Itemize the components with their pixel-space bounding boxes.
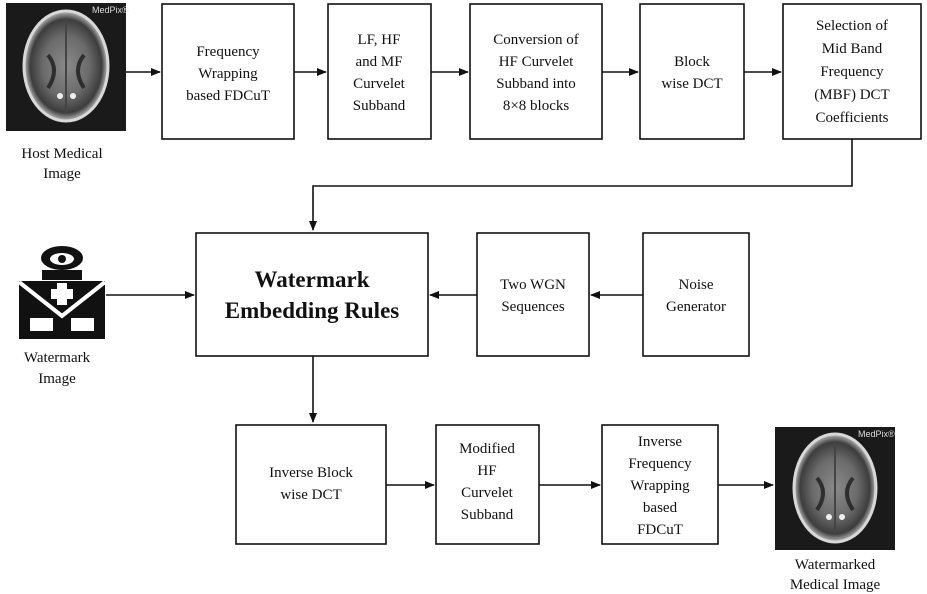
svg-text:Wrapping: Wrapping — [630, 478, 690, 494]
svg-text:Sequences: Sequences — [501, 299, 564, 315]
watermark-image-caption-line-2: Image — [38, 371, 76, 387]
host-image-caption-line-1: Host Medical — [21, 146, 102, 162]
block-dct-label: Block wise DCT — [661, 54, 722, 92]
mbf-selection-label: Selection of Mid Band Frequency (MBF) DC… — [814, 18, 889, 126]
curvelet-subband-label: LF, HF and MF Curvelet Subband — [353, 32, 406, 114]
mbf-selection-box — [782, 3, 922, 140]
host-image-badge: MedPix® — [92, 5, 129, 15]
inverse-block-dct-label: Inverse Block wise DCT — [269, 465, 353, 503]
svg-text:Conversion of: Conversion of — [493, 32, 578, 48]
svg-text:Selection of: Selection of — [816, 18, 888, 34]
embedding-rules-label: Watermark Embedding Rules — [225, 267, 400, 323]
svg-text:Curvelet: Curvelet — [461, 485, 513, 501]
svg-text:Modified: Modified — [459, 441, 515, 457]
svg-text:Mid Band: Mid Band — [822, 41, 883, 57]
noise-generator-label: Noise Generator — [666, 277, 726, 315]
conversion-box — [469, 3, 603, 140]
svg-text:wise DCT: wise DCT — [661, 76, 722, 92]
svg-text:Generator: Generator — [666, 299, 726, 315]
svg-text:LF, HF: LF, HF — [358, 32, 401, 48]
svg-text:Inverse Block: Inverse Block — [269, 465, 353, 481]
inverse-fdcut-box — [601, 424, 719, 545]
curvelet-subband-box — [327, 3, 432, 140]
embedding-rules-box — [195, 232, 429, 357]
svg-text:8×8 blocks: 8×8 blocks — [503, 98, 570, 114]
svg-text:Curvelet: Curvelet — [353, 76, 405, 92]
svg-text:based: based — [643, 500, 678, 516]
svg-text:Frequency: Frequency — [196, 44, 260, 60]
svg-text:Coefficients: Coefficients — [815, 110, 888, 126]
svg-text:HF Curvelet: HF Curvelet — [499, 54, 574, 70]
fdcut-box — [161, 3, 295, 140]
svg-text:wise DCT: wise DCT — [280, 487, 341, 503]
noise-generator-box — [642, 232, 750, 357]
svg-text:Watermark: Watermark — [255, 267, 370, 292]
arrow-selection-to-embedding — [309, 139, 853, 231]
fdcut-label: Frequency Wrapping based FDCuT — [186, 44, 270, 104]
svg-text:and MF: and MF — [355, 54, 402, 70]
inverse-block-dct-box — [235, 424, 387, 545]
svg-text:Two WGN: Two WGN — [500, 277, 566, 293]
block-dct-box — [639, 3, 745, 140]
svg-text:Noise: Noise — [679, 277, 714, 293]
svg-text:Frequency: Frequency — [628, 456, 692, 472]
svg-text:Subband: Subband — [353, 98, 406, 114]
svg-text:based FDCuT: based FDCuT — [186, 88, 270, 104]
watermarked-image-badge: MedPix® — [858, 429, 895, 439]
svg-text:Frequency: Frequency — [820, 64, 884, 80]
host-image-caption-line-2: Image — [43, 166, 81, 182]
wgn-sequences-label: Two WGN Sequences — [500, 277, 566, 315]
modified-subband-box — [435, 424, 540, 545]
watermarked-image-caption-line-2: Medical Image — [790, 577, 881, 593]
svg-text:FDCuT: FDCuT — [637, 522, 683, 538]
svg-text:Block: Block — [674, 54, 710, 70]
svg-text:Inverse: Inverse — [638, 434, 682, 450]
svg-text:Wrapping: Wrapping — [198, 66, 258, 82]
medical-kit-icon — [17, 246, 107, 339]
wgn-sequences-box — [476, 232, 590, 357]
svg-text:Subband: Subband — [461, 507, 514, 523]
host-image: MedPix® — [6, 3, 129, 131]
watermarked-image-caption-line-1: Watermarked — [795, 557, 876, 573]
inverse-fdcut-label: Inverse Frequency Wrapping based FDCuT — [628, 434, 692, 538]
svg-text:(MBF) DCT: (MBF) DCT — [814, 87, 889, 103]
svg-text:HF: HF — [477, 463, 496, 479]
watermarked-image: MedPix® — [775, 427, 895, 550]
watermark-image-caption-line-1: Watermark — [24, 350, 91, 366]
svg-text:Subband into: Subband into — [496, 76, 576, 92]
svg-text:Embedding Rules: Embedding Rules — [225, 298, 400, 323]
modified-subband-label: Modified HF Curvelet Subband — [459, 441, 515, 523]
conversion-label: Conversion of HF Curvelet Subband into 8… — [493, 32, 578, 114]
